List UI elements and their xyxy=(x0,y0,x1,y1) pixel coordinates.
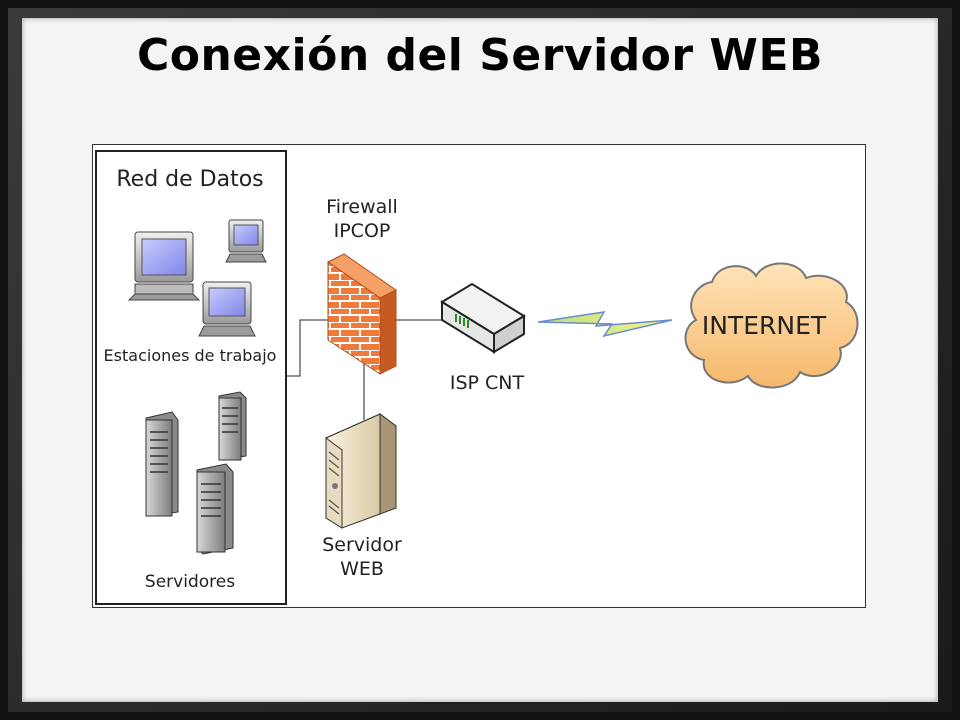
web-server-label: Servidor WEB xyxy=(302,534,422,582)
web-server-label-line1: Servidor xyxy=(322,534,402,556)
server-tower-icon xyxy=(218,391,247,461)
firewall-label-line2: IPCOP xyxy=(333,219,391,242)
workstations-label: Estaciones de trabajo xyxy=(103,346,277,365)
server-tower-icon xyxy=(145,411,179,517)
firewall-label: Firewall IPCOP xyxy=(300,196,424,244)
firewall-label-line1: Firewall xyxy=(326,196,398,218)
router-icon xyxy=(440,282,526,354)
slide-title: Conexión del Servidor WEB xyxy=(136,30,824,81)
servers-label: Servidores xyxy=(144,572,236,592)
web-server-icon xyxy=(325,413,397,529)
wireless-link-icon xyxy=(537,311,673,338)
web-server-label-line2: WEB xyxy=(340,557,384,580)
server-tower-icon xyxy=(196,463,234,555)
internet-label: INTERNET xyxy=(701,311,827,340)
connection-lines xyxy=(287,319,442,420)
workstation-icon xyxy=(198,281,256,337)
firewall-icon xyxy=(327,253,397,375)
workstation-icon xyxy=(127,231,201,301)
workstation-icon xyxy=(225,219,267,263)
internet-cloud-icon xyxy=(684,262,859,389)
isp-label: ISP CNT xyxy=(449,372,525,394)
data-network-title: Red de Datos xyxy=(116,167,264,192)
